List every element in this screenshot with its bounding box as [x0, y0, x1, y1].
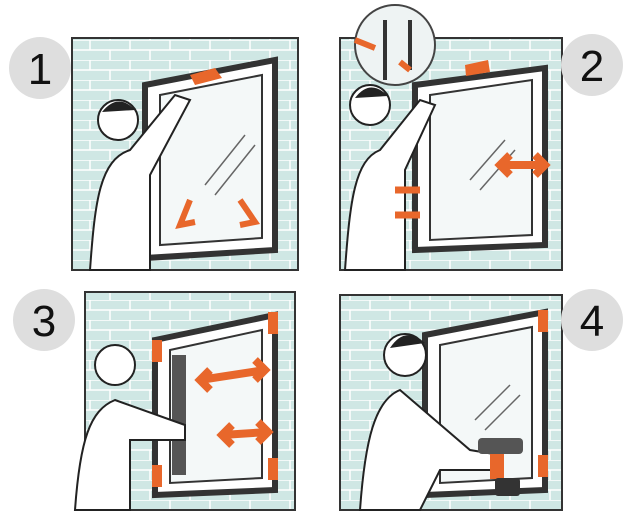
step-3-panel — [73, 291, 296, 511]
arrow — [237, 198, 261, 228]
detail-callout — [354, 4, 436, 86]
step-4-panel — [339, 294, 563, 511]
worker — [343, 98, 437, 271]
arrow — [194, 357, 271, 393]
arrow — [216, 419, 274, 448]
step-badge-1: 1 — [9, 37, 71, 99]
level-tool — [172, 355, 186, 475]
step-number: 1 — [28, 45, 52, 94]
step-badge-2: 2 — [561, 34, 623, 96]
shim — [190, 68, 222, 85]
window-glass — [159, 73, 263, 247]
arrow — [494, 152, 551, 178]
step-badge-3: 3 — [13, 289, 75, 351]
arrow — [175, 198, 196, 230]
step-number: 3 — [32, 297, 56, 346]
worker — [88, 93, 192, 271]
step-2-panel — [339, 4, 563, 271]
step-1-panel — [71, 37, 299, 271]
worker — [73, 398, 186, 511]
step-number: 2 — [580, 42, 604, 91]
step-badge-4: 4 — [561, 289, 623, 351]
step-number: 4 — [580, 297, 604, 346]
arrow — [395, 186, 420, 219]
drill-icon — [478, 438, 523, 454]
